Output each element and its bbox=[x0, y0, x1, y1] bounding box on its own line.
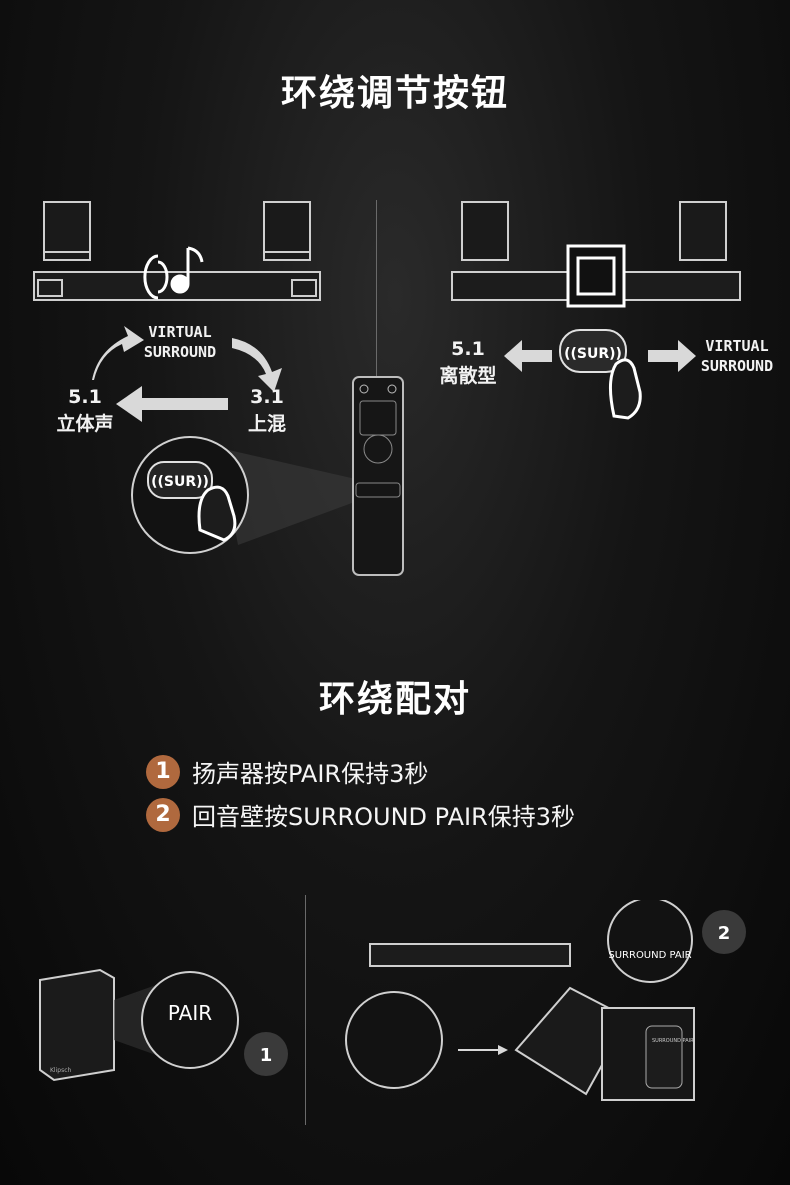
speaker-box bbox=[39, 968, 115, 1082]
zoom-beam bbox=[220, 448, 360, 545]
sur-button-zoom bbox=[147, 461, 213, 499]
arrow-left-icon bbox=[504, 340, 552, 372]
pair-soundbar-illustration: SURROUND PAIR 2 SURROUND PAIR bbox=[345, 900, 746, 1101]
step-2-badge: 2 bbox=[146, 797, 180, 832]
step-1: 1 扬声器按PAIR保持3秒 bbox=[146, 754, 575, 789]
step-2-marker-text: 2 bbox=[718, 923, 731, 944]
pair-button-label: PAIR bbox=[168, 1001, 212, 1025]
step-2: 2 回音壁按SURROUND PAIR保持3秒 bbox=[146, 797, 575, 832]
steps-list: 1 扬声器按PAIR保持3秒 2 回音壁按SURROUND PAIR保持3秒 bbox=[146, 754, 575, 832]
rear-speaker-left bbox=[43, 201, 91, 261]
sur-button-zoom-text: ((SUR)) bbox=[151, 474, 209, 490]
section-title-surround-pair: 环绕配对 bbox=[318, 679, 471, 720]
back-panel-text: SURROUND PAIR bbox=[652, 1038, 694, 1044]
music-note-icon bbox=[143, 246, 204, 300]
sur-button-right bbox=[559, 329, 627, 373]
pair-zoom-circle bbox=[141, 971, 239, 1069]
soundbar-bottom bbox=[369, 943, 571, 967]
surround-pair-zoom-circle bbox=[607, 900, 693, 983]
pair-speaker-illustration: Klipsch PAIR 1 bbox=[39, 968, 288, 1082]
step-2-text: 回音壁按SURROUND PAIR保持3秒 bbox=[192, 803, 576, 831]
film-icon bbox=[566, 244, 626, 308]
left-surround-illustration: ((SUR)) bbox=[33, 201, 360, 554]
rear-speaker-right bbox=[263, 201, 311, 261]
step-1-marker bbox=[244, 1032, 288, 1076]
bottom-divider bbox=[305, 895, 306, 1125]
step-2-marker bbox=[702, 910, 746, 954]
finger-icon bbox=[197, 485, 237, 542]
step-1-marker-text: 1 bbox=[260, 1045, 273, 1066]
arrow-right-icon bbox=[648, 340, 696, 372]
rear-speakers-right-panel bbox=[461, 201, 727, 261]
speaker-brand-text: Klipsch bbox=[50, 1067, 72, 1074]
section-title-surround-adjust: 环绕调节按钮 bbox=[280, 73, 509, 114]
remote-control bbox=[352, 376, 404, 576]
soundbar-zoom-circle bbox=[345, 991, 443, 1089]
cycle-arrows bbox=[92, 326, 282, 422]
finger-icon-right bbox=[609, 358, 642, 420]
step-1-text: 扬声器按PAIR保持3秒 bbox=[192, 760, 429, 788]
sur-button-right-text: ((SUR)) bbox=[564, 346, 622, 362]
surround-pair-label: SURROUND PAIR bbox=[608, 950, 691, 961]
step-1-badge: 1 bbox=[146, 754, 180, 789]
right-surround-illustration: ((SUR)) bbox=[451, 201, 741, 420]
back-panel-slot bbox=[645, 1025, 683, 1089]
arrow-head-icon bbox=[498, 1045, 508, 1055]
